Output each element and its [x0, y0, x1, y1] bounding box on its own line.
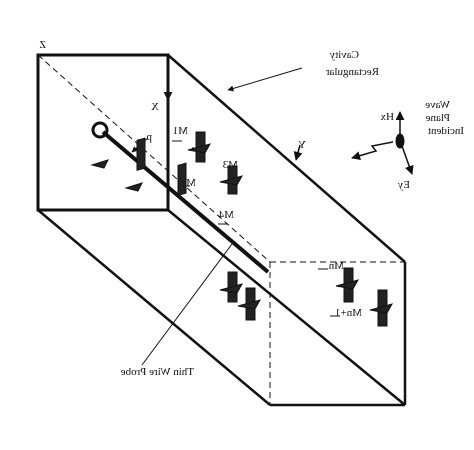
hidden-edge-diagonal	[37, 54, 271, 263]
y-axis-arrow	[293, 144, 303, 161]
current-element-mn	[335, 267, 360, 303]
probe-label: Thin Wire Probe	[121, 366, 194, 378]
magnetic-current-elements	[90, 131, 394, 327]
cavity-leader-arrow	[227, 67, 303, 92]
current-element-bottom-2	[237, 287, 262, 321]
m4-label: M4	[218, 209, 234, 221]
thin-wire-probe	[91, 121, 270, 366]
wave-source-ellipse	[395, 133, 405, 149]
m-label-arrows	[172, 140, 340, 317]
axis-markers	[131, 67, 303, 161]
incident-label-line2: Plane	[425, 112, 450, 124]
p-label: p	[146, 131, 152, 143]
cavity-top-edge	[167, 54, 406, 263]
y-axis-label: Y	[298, 139, 306, 151]
z-axis-label: Z	[39, 39, 46, 51]
incident-label-line1: Incident	[428, 125, 464, 137]
current-element-left-1	[90, 137, 146, 171]
mn1-label: Mn+1	[335, 307, 362, 319]
e-field-arrow	[401, 145, 414, 175]
cavity-bottom-edge	[37, 209, 271, 406]
current-element-mn1	[369, 289, 394, 327]
mn-label: Mn	[328, 260, 344, 272]
incident-wave-symbol	[351, 111, 414, 175]
mirrored-labels: Z X p Y Rectangular Cavity Incident Plan…	[39, 39, 464, 378]
e-field-label: Ey	[397, 179, 410, 191]
rectangular-cavity	[36, 53, 407, 407]
h-field-label: Hx	[380, 111, 394, 123]
x-axis-label: X	[151, 101, 159, 113]
current-element-m3	[219, 165, 244, 195]
cavity-label-line2: Cavity	[329, 49, 359, 61]
wave-propagation-zigzag	[351, 141, 394, 161]
probe-feed-circle	[91, 121, 109, 139]
current-element-bottom-1	[219, 271, 244, 303]
current-element-left-2	[124, 162, 187, 196]
cavity-label-line1: Rectangular	[326, 66, 379, 78]
current-element-m1	[187, 131, 212, 163]
cavity-center-edge	[167, 209, 406, 406]
m1-label: M1	[173, 125, 188, 137]
incident-label-line3: Wave	[425, 99, 450, 111]
probe-leader-line	[141, 243, 233, 366]
